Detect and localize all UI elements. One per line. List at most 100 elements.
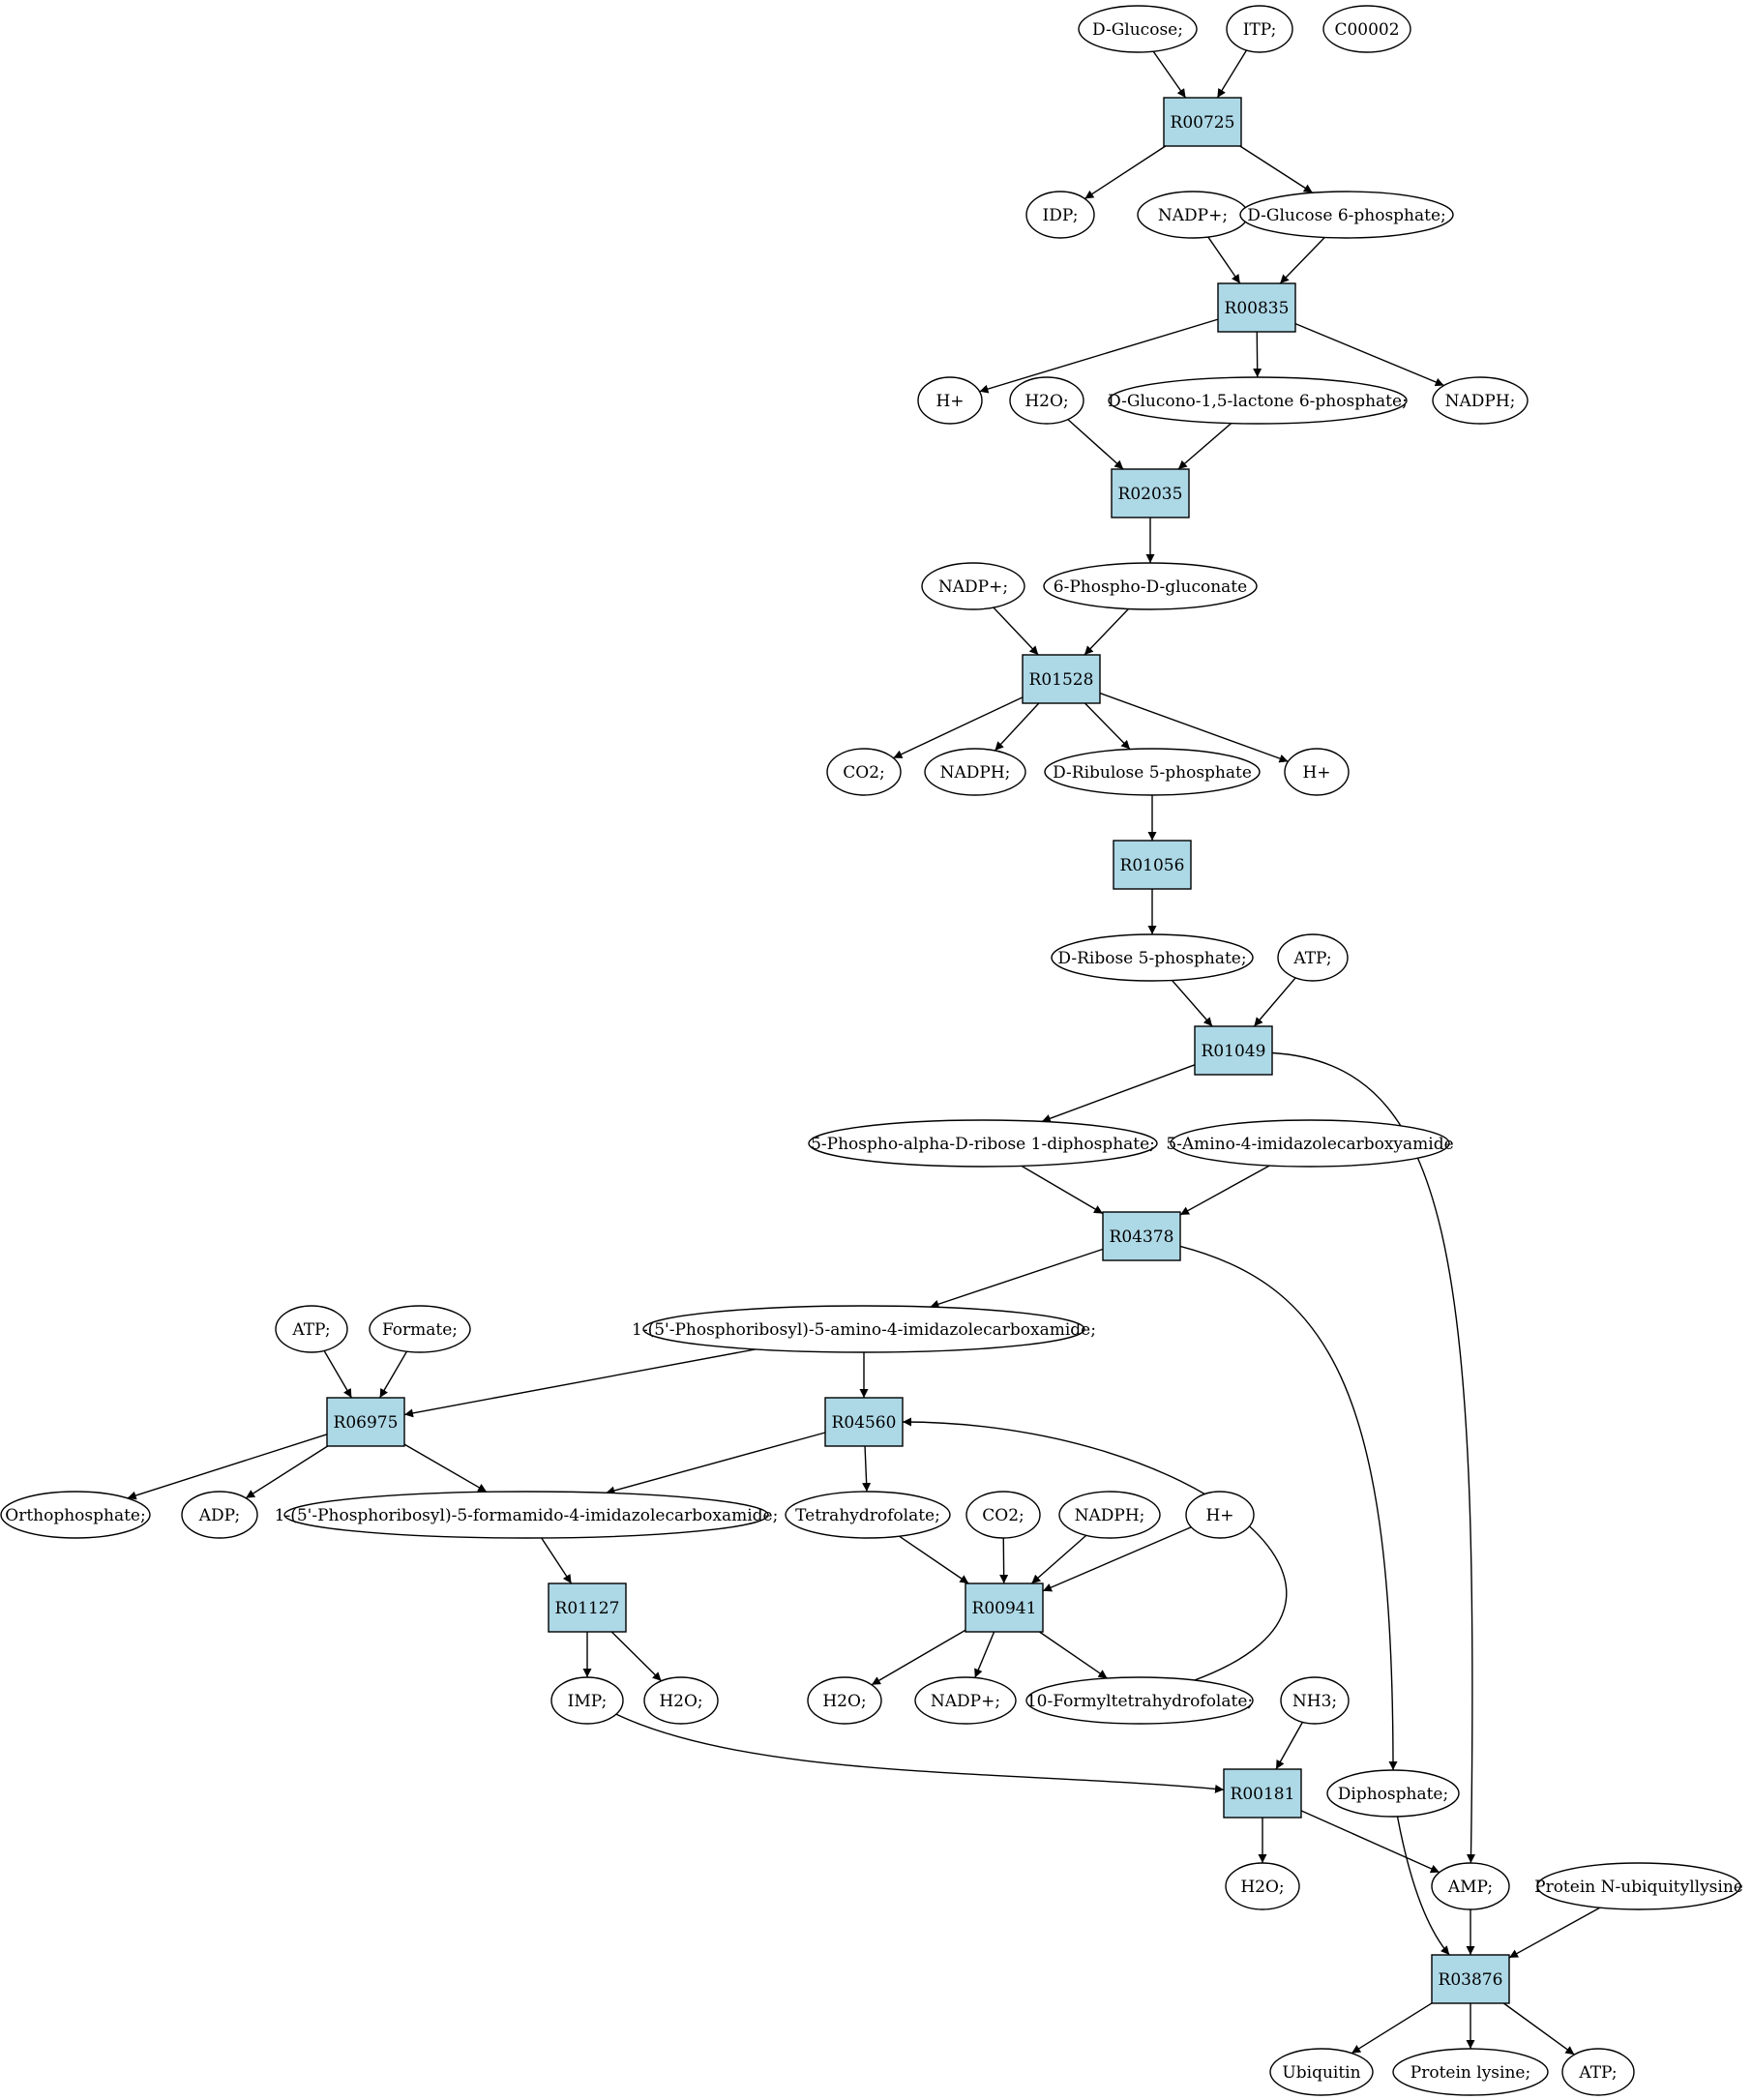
node-label: R01056 — [1120, 856, 1185, 875]
compound-node-atp1: ATP; — [1277, 933, 1349, 982]
edge-r00725-to-idp — [1084, 145, 1167, 200]
compound-ellipse — [1078, 5, 1198, 53]
node-label: AMP; — [1447, 1878, 1493, 1897]
compound-ellipse — [643, 1676, 719, 1725]
edge-ribose-to-r01049 — [1172, 980, 1213, 1027]
compound-node-hplus3: H+ — [1185, 1491, 1255, 1539]
compound-node-nadph1: NADPH; — [1432, 376, 1529, 425]
compound-node-imp: IMP; — [550, 1676, 624, 1725]
edge-protubq-to-r03876 — [1508, 1907, 1601, 1959]
node-label: R00835 — [1225, 299, 1290, 318]
node-label: NADPH; — [940, 763, 1011, 783]
compound-node-aica: 5-Amino-4-imidazolecarboxyamide — [1166, 1119, 1454, 1168]
compound-node-hplus2: H+ — [1284, 748, 1350, 796]
edge-r00725-to-g6p — [1239, 145, 1314, 193]
compound-node-nh3: NH3; — [1280, 1676, 1350, 1725]
edge-r01127-to-h2o2 — [610, 1631, 663, 1682]
node-label: D-Glucose; — [1092, 20, 1183, 40]
compound-node-ubiquitin: Ubiquitin — [1269, 2048, 1374, 2096]
compound-node-atp3: ATP; — [1561, 2048, 1635, 2096]
edge-formylthf-to-r04560 — [902, 1417, 1288, 1681]
edge-g6p-to-r00835 — [1279, 236, 1325, 284]
compound-ellipse — [1277, 933, 1349, 982]
edge-imp-to-r00181 — [615, 1713, 1225, 1793]
edge-r04378-to-diphosphate — [1179, 1245, 1398, 1771]
compound-node-amp: AMP; — [1431, 1862, 1510, 1910]
edge-r00941-to-nadp3 — [974, 1631, 995, 1678]
edge-r03876-to-atp3 — [1502, 2002, 1575, 2056]
node-label: CO2; — [843, 763, 885, 783]
edge-nadp2-to-r01528 — [993, 606, 1039, 656]
reaction-box — [1431, 1954, 1510, 2004]
edge-atp1-to-r01049 — [1253, 977, 1296, 1027]
compound-ellipse — [550, 1676, 624, 1725]
compound-node-atp2: ATP; — [275, 1305, 348, 1353]
edge-r06975-to-faicar — [403, 1443, 488, 1493]
compound-ellipse — [785, 1491, 951, 1539]
edge-prpp-to-r04378 — [1021, 1165, 1104, 1215]
compound-ellipse — [1392, 2048, 1549, 2096]
edge-r01049-to-amp — [1271, 1051, 1476, 1864]
reaction-box — [1022, 654, 1101, 704]
node-label: ADP; — [198, 1506, 240, 1525]
compound-ellipse — [369, 1305, 471, 1353]
node-label: R01127 — [555, 1599, 620, 1618]
node-label: Tetrahydrofolate; — [795, 1506, 940, 1525]
compound-ellipse — [924, 748, 1026, 796]
node-label: 10-Formyltetrahydrofolate; — [1026, 1692, 1253, 1711]
node-label: ITP; — [1243, 20, 1277, 40]
edge-r03876-to-ubiquitin — [1351, 2002, 1433, 2055]
compound-ellipse — [921, 562, 1025, 610]
reaction-box — [965, 1582, 1044, 1633]
compound-ellipse — [1044, 748, 1261, 796]
edge-r00941-to-formylthf — [1039, 1631, 1108, 1679]
node-label: D-Glucono-1,5-lactone 6-phosphate; — [1108, 392, 1408, 411]
compound-node-formate: Formate; — [369, 1305, 471, 1353]
node-label: H+ — [1302, 763, 1330, 783]
compound-ellipse — [1025, 1676, 1254, 1725]
reaction-node-r04378: R04378 — [1102, 1211, 1181, 1261]
reaction-box — [1217, 282, 1296, 333]
compound-node-pgluconate: 6-Phospho-D-gluconate — [1043, 562, 1258, 610]
compound-node-aicar: 1-(5'-Phosphoribosyl)-5-amino-4-imidazol… — [632, 1305, 1096, 1353]
reaction-node-r01127: R01127 — [548, 1582, 627, 1633]
reaction-box — [1223, 1768, 1302, 1819]
compound-node-nadp2: NADP+; — [921, 562, 1025, 610]
compound-node-glucose: D-Glucose; — [1078, 5, 1198, 53]
edge-r04378-to-aicar — [930, 1248, 1104, 1309]
reaction-node-r02035: R02035 — [1111, 468, 1190, 518]
reaction-box — [1111, 468, 1190, 518]
edge-pgluconate-to-r01528 — [1084, 608, 1129, 656]
compound-ellipse — [642, 1305, 1085, 1353]
edge-r06975-to-orthophosphate — [127, 1434, 328, 1500]
node-label: Ubiquitin — [1282, 2063, 1360, 2083]
compound-node-protubq: Protein N-ubiquityllysine — [1534, 1862, 1743, 1910]
node-label: ATP; — [1578, 2063, 1617, 2083]
node-label: D-Ribulose 5-phosphate — [1053, 763, 1252, 783]
compound-ellipse — [1025, 191, 1095, 239]
reaction-node-r04560: R04560 — [824, 1397, 904, 1447]
edge-r06975-to-adp — [245, 1445, 329, 1499]
compound-ellipse — [1239, 191, 1454, 239]
node-label: R03876 — [1439, 1970, 1503, 1990]
node-label: C00002 — [1334, 20, 1399, 40]
compound-ellipse — [1322, 5, 1411, 53]
reaction-node-r00725: R00725 — [1163, 97, 1242, 147]
node-label: IDP; — [1043, 206, 1079, 225]
compound-node-thf: Tetrahydrofolate; — [785, 1491, 951, 1539]
compound-ellipse — [275, 1305, 348, 1353]
reaction-node-r01049: R01049 — [1194, 1025, 1273, 1076]
compound-ellipse — [181, 1491, 258, 1539]
edges-layer — [127, 49, 1601, 2056]
edge-r01528-to-nadph2 — [994, 702, 1040, 752]
node-label: R00941 — [972, 1599, 1037, 1618]
node-label: H2O; — [822, 1692, 866, 1711]
compound-node-nadph2: NADPH; — [924, 748, 1026, 796]
reaction-box — [1194, 1025, 1273, 1076]
compound-node-nadph3: NADPH; — [1058, 1491, 1161, 1539]
compound-node-glucono: D-Glucono-1,5-lactone 6-phosphate; — [1108, 376, 1408, 425]
reaction-node-r06975: R06975 — [326, 1397, 405, 1447]
node-label: CO2; — [982, 1506, 1024, 1525]
compound-node-co2b: CO2; — [965, 1491, 1041, 1539]
